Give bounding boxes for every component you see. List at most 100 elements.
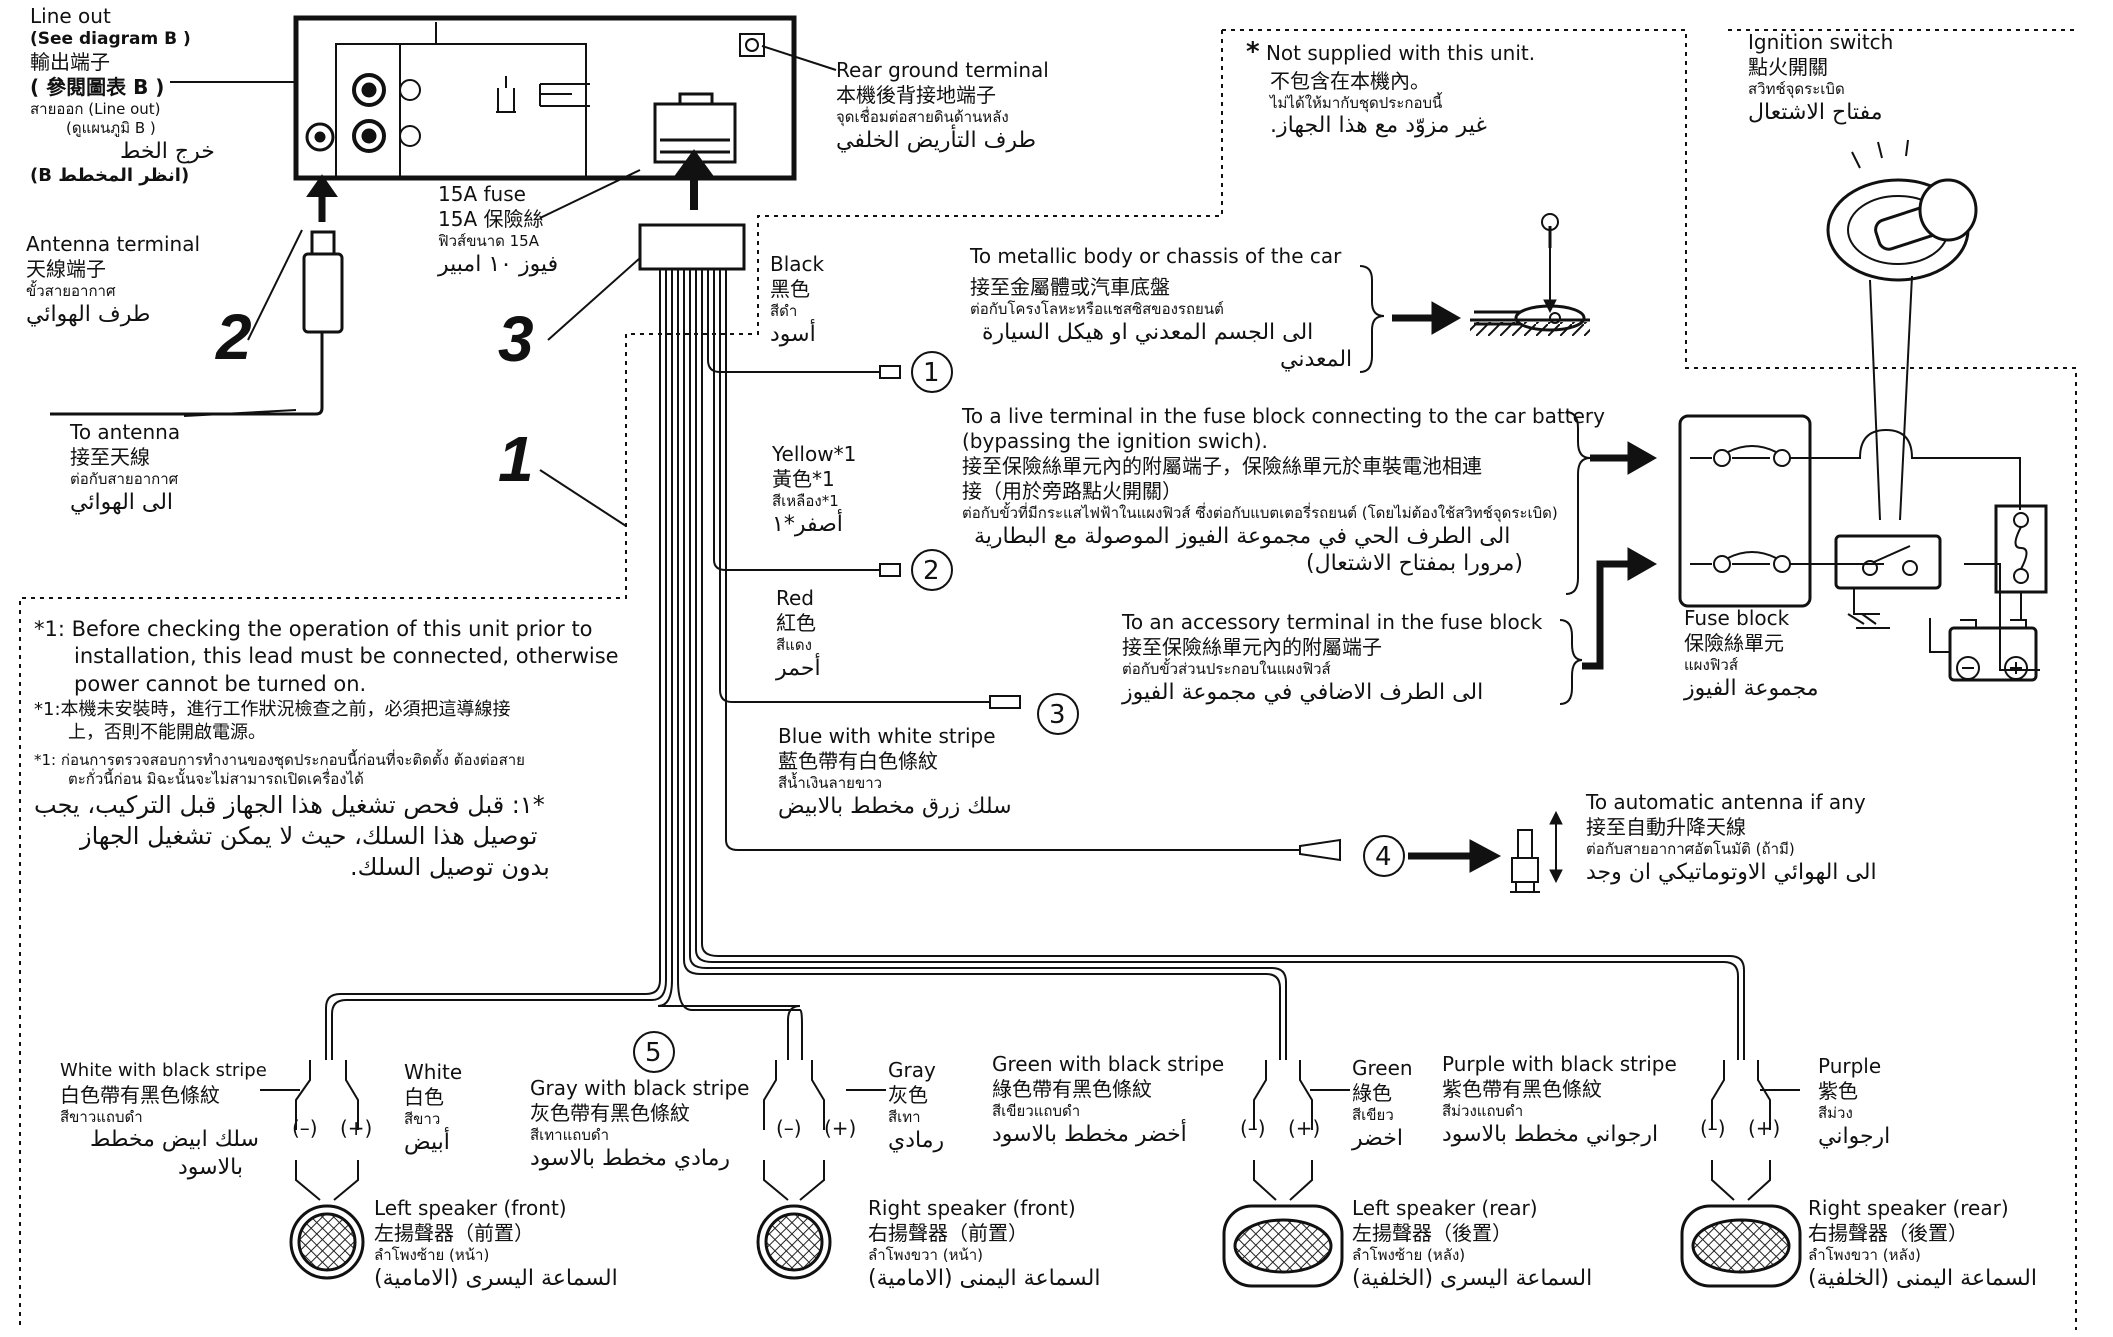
note-ar3: بدون توصيل السلك. — [350, 853, 550, 882]
rear-ground-zh: 本機後背接地端子 — [836, 83, 996, 107]
fuse-block-zh: 保險絲單元 — [1684, 631, 1784, 655]
not-supplied-label: * Not supplied with this unit. 不包含在本機內。 … — [1246, 36, 1535, 140]
gray-black-zh: 灰色帶有黑色條紋 — [530, 1101, 690, 1125]
white-black-en: White with black stripe — [60, 1060, 267, 1081]
red-ar: أحمر — [776, 655, 821, 681]
speakers — [289, 1204, 1802, 1288]
line-out-th: สายออก (Line out) — [30, 100, 161, 119]
antenna-terminal-ar: طرف الهوائي — [26, 301, 151, 327]
green-black-ar: أخضر مخطط بالاسود — [992, 1121, 1187, 1147]
wire-gray-label: Gray 灰色 สีเทา رمادي — [888, 1058, 944, 1154]
black-wire-label: Black 黑色 สีดำ أسود — [770, 252, 824, 348]
yellow-th: สีเหลือง*1 — [772, 492, 839, 510]
wire-purple-black-label: Purple with black stripe 紫色帶有黑色條紋 สีม่วง… — [1442, 1052, 1677, 1148]
black-en: Black — [770, 252, 825, 276]
note-en3: power cannot be turned on. — [74, 671, 367, 696]
black-zh: 黑色 — [770, 277, 810, 301]
line-out-see: (See diagram B ) — [30, 29, 191, 49]
fuse-label: 15A fuse 15A 保險絲 ฟิวส์ขนาด 15A فيوز ١٠ ا… — [438, 182, 558, 278]
ground-symbol — [1470, 213, 1590, 336]
red-th: สีแดง — [776, 636, 812, 654]
purple-zh: 紫色 — [1818, 1079, 1858, 1103]
polarity-minus-rf: (–) — [776, 1116, 802, 1140]
fuse-en: 15A fuse — [438, 182, 526, 206]
speaker-right-rear-label: Right speaker (rear) 右揚聲器（後置） ลำโพงขวา (… — [1808, 1196, 2037, 1292]
blue-zh: 藍色帶有白色條紋 — [778, 749, 938, 773]
antenna-terminal-label: Antenna terminal 天線端子 ขั้วสายอากาศ طرف ا… — [26, 232, 200, 328]
circle-number-5: 5 — [645, 1038, 662, 1068]
circle-number-1: 1 — [923, 358, 940, 388]
fuse-block-en: Fuse block — [1684, 606, 1790, 630]
blue-wire-label: Blue with white stripe 藍色帶有白色條紋 สีน้ำเงิ… — [778, 724, 1012, 820]
yellow-zh: 黃色*1 — [772, 467, 835, 491]
note-en2: installation, this lead must be connecte… — [74, 644, 619, 669]
polarity-minus-rr: (–) — [1700, 1116, 1726, 1140]
note-ar1: *١: قبل فحص تشغيل هذا الجهاز قبل التركيب… — [34, 790, 545, 819]
red-zh: 紅色 — [776, 611, 816, 635]
speaker-left-front-label: Left speaker (front) 左揚聲器（前置） ลำโพงซ้าย … — [374, 1196, 618, 1292]
to-antenna-label: To antenna 接至天線 ต่อกับสายอากาศ الى الهوا… — [70, 420, 180, 516]
white-black-zh: 白色帶有黑色條紋 — [60, 1082, 220, 1107]
speaker-right-front-label: Right speaker (front) 右揚聲器（前置） ลำโพงขวา … — [868, 1196, 1100, 1292]
to-antenna-ar: الى الهوائي — [70, 489, 174, 515]
callout-number-1: 1 — [498, 423, 534, 495]
gray-ar: رمادي — [888, 1127, 945, 1153]
not-supplied-th: ไม่ได้ให้มากับชุดประกอบนี้ — [1270, 93, 1443, 112]
speaker-rf-th: ลำโพงขวา (หน้า) — [868, 1246, 984, 1264]
yellow-ar: أصفر*١ — [772, 511, 843, 537]
speaker-lf-th: ลำโพงซ้าย (หน้า) — [374, 1246, 490, 1264]
ignition-en: Ignition switch — [1748, 30, 1894, 54]
wire-white-label: White 白色 สีขาว أبيض — [404, 1060, 462, 1156]
ignition-th: สวิทช์จุดระเบิด — [1748, 80, 1845, 98]
antenna-terminal-en: Antenna terminal — [26, 232, 201, 256]
note-th1: *1: ก่อนการตรวจสอบการทำงานของชุดประกอบนี… — [34, 750, 525, 769]
speaker-rr-zh: 右揚聲器（後置） — [1808, 1221, 1968, 1245]
head-unit-rear — [293, 15, 797, 181]
fuse-block-ar: مجموعة الفيوز — [1684, 675, 1819, 701]
metallic-ar1: الى الجسم المعدني او هيكل السيارة — [982, 319, 1314, 345]
speaker-lr-zh: 左揚聲器（後置） — [1352, 1221, 1512, 1245]
circle-number-4: 4 — [1375, 842, 1392, 872]
wire-green-black-label: Green with black stripe 綠色帶有黑色條紋 สีเขียว… — [992, 1052, 1224, 1148]
polarity-minus-lr: (–) — [1240, 1116, 1266, 1140]
auto-antenna-drawing — [1510, 810, 1563, 893]
line-out-zh-see: ( 參閱圖表 B ) — [30, 75, 165, 100]
yellow-en: Yellow*1 — [772, 442, 857, 466]
metallic-zh: 接至金屬體或汽車底盤 — [970, 275, 1170, 299]
line-out-th-see: (ดูแผนภูมิ B ) — [66, 119, 156, 137]
white-th: สีขาว — [404, 1110, 441, 1128]
gray-en: Gray — [888, 1058, 936, 1082]
gray-zh: 灰色 — [888, 1083, 928, 1107]
metallic-label: To metallic body or chassis of the car 接… — [970, 244, 1352, 374]
line-out-ar-see: (انظر المخطط B) — [30, 165, 190, 187]
live-zh1: 接至保險絲單元內的附屬端子，保險絲單元於車裝電池相連 — [962, 454, 1482, 478]
line-out-ar: خرج الخط — [120, 138, 215, 164]
green-en: Green — [1352, 1056, 1413, 1080]
fuse-th: ฟิวส์ขนาด 15A — [438, 232, 539, 250]
circled-numbers — [633, 351, 1405, 1073]
metallic-th: ต่อกับโครงโลหะหรือแชสซิสของรถยนต์ — [970, 300, 1224, 318]
white-zh: 白色 — [404, 1085, 444, 1109]
callout-number-3: 3 — [498, 303, 534, 375]
wire-gray-black-label: Gray with black stripe 灰色帶有黑色條紋 สีเทาแถบ… — [530, 1076, 749, 1172]
white-black-th: สีขาวแถบดำ — [60, 1107, 143, 1126]
speaker-rf-ar: السماعة اليمنى (الامامية) — [868, 1265, 1101, 1291]
white-black-ar1: سلك ابيض مخطط — [90, 1127, 259, 1153]
gray-black-en: Gray with black stripe — [530, 1076, 750, 1100]
wire-terminals — [879, 365, 1341, 862]
accessory-th: ต่อกับขั้วส่วนประกอบในแผงฟิวส์ — [1122, 660, 1331, 678]
purple-black-th: สีม่วงแถบดำ — [1442, 1102, 1524, 1120]
live-en2: (bypassing the ignition swich). — [962, 429, 1268, 453]
white-black-ar2: بالاسود — [178, 1154, 243, 1180]
auto-antenna-ar: الى الهوائي الاوتوماتيكي ان وجد — [1586, 859, 1877, 885]
purple-th: สีม่วง — [1818, 1104, 1853, 1122]
green-black-zh: 綠色帶有黑色條紋 — [992, 1077, 1152, 1101]
blue-th: สีน้ำเงินลายขาว — [778, 774, 883, 792]
ignition-switch-drawing — [1826, 139, 1978, 521]
line-out-label: Line out (See diagram B ) 輸出端子 ( 參閱圖表 B … — [30, 4, 215, 188]
ignition-label: Ignition switch 點火開關 สวิทช์จุดระเบิด مفت… — [1748, 30, 1893, 126]
rear-ground-ar: طرف التأريض الخلفي — [836, 127, 1037, 153]
fuse-zh: 15A 保險絲 — [438, 207, 544, 231]
fuse-block-th: แผงฟิวส์ — [1684, 656, 1738, 674]
speaker-rf-en: Right speaker (front) — [868, 1196, 1076, 1220]
